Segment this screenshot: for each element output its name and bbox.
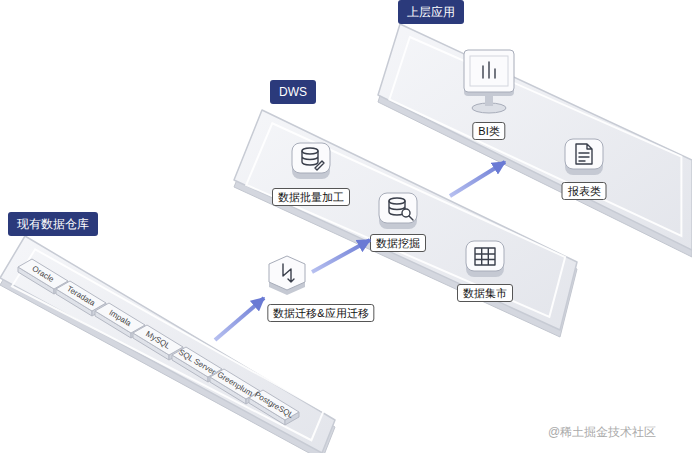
- icon-glyph: [302, 151, 318, 165]
- icon-face: [466, 241, 504, 271]
- feature-icon: 数据集市: [452, 238, 518, 302]
- icon-glyph: [483, 62, 495, 78]
- item-label: BI类: [472, 122, 505, 140]
- icon-symbol: [462, 238, 508, 280]
- icon-symbol: [288, 140, 334, 182]
- icon-symbol: [561, 136, 607, 178]
- feature-icon: 报表类: [553, 136, 615, 200]
- monitor-inner: [470, 56, 508, 86]
- flow-arrow: [215, 298, 264, 340]
- block-top: [133, 325, 183, 355]
- item-label: 报表类: [562, 182, 607, 200]
- platform-band: OracleTeradataImpalaMySQLSQL ServerGreen…: [0, 205, 340, 453]
- icon-face: [565, 139, 603, 169]
- band-top: [0, 236, 335, 453]
- feature-icon: BI类: [455, 48, 523, 140]
- flow-arrow: [450, 162, 505, 196]
- item-label: 数据集市: [457, 284, 513, 302]
- band-outline: [375, 0, 692, 255]
- feature-icon: 数据批量加工: [270, 140, 352, 206]
- band-side: [0, 243, 335, 453]
- icon-glyph: [389, 198, 405, 204]
- band-heading: 现有数据仓库: [8, 212, 98, 236]
- band-heading: DWS: [270, 80, 316, 104]
- item-label: 数据挖掘: [370, 234, 426, 252]
- monitor-screen: [464, 50, 514, 92]
- icon-glyph: [315, 161, 324, 170]
- icon-glyph: [475, 248, 495, 265]
- migration-node: 数据迁移&应用迁移: [262, 254, 380, 322]
- icon-glyph: [283, 264, 294, 282]
- block-top: [56, 281, 106, 311]
- icon-symbol: [375, 190, 421, 232]
- feature-icon: 数据挖掘: [365, 190, 431, 252]
- block-top: [95, 303, 145, 333]
- block-top: [210, 369, 260, 399]
- database-block: PostgreSQL: [245, 386, 307, 426]
- item-label: 数据迁移&应用迁移: [267, 304, 374, 322]
- band-rim: [12, 249, 324, 440]
- block-top: [18, 259, 68, 289]
- platform-band: BI类报表类 上层应用: [375, 0, 692, 255]
- block-top: [172, 347, 222, 377]
- band-top: [378, 24, 692, 250]
- icon-face: [292, 143, 330, 173]
- icon-symbol: [459, 48, 519, 114]
- block-top: [249, 390, 299, 420]
- band-rim: [389, 37, 681, 236]
- icon-face: [269, 256, 305, 290]
- item-label: 数据批量加工: [272, 188, 350, 206]
- icon-face: [379, 193, 417, 223]
- icon-symbol: [264, 254, 310, 296]
- watermark: @稀土掘金技术社区: [548, 424, 656, 441]
- icon-glyph: [576, 144, 592, 164]
- flow-arrow: [312, 240, 370, 272]
- icon-glyph: [302, 148, 318, 154]
- icon-glyph: [409, 216, 413, 220]
- band-heading: 上层应用: [398, 0, 464, 24]
